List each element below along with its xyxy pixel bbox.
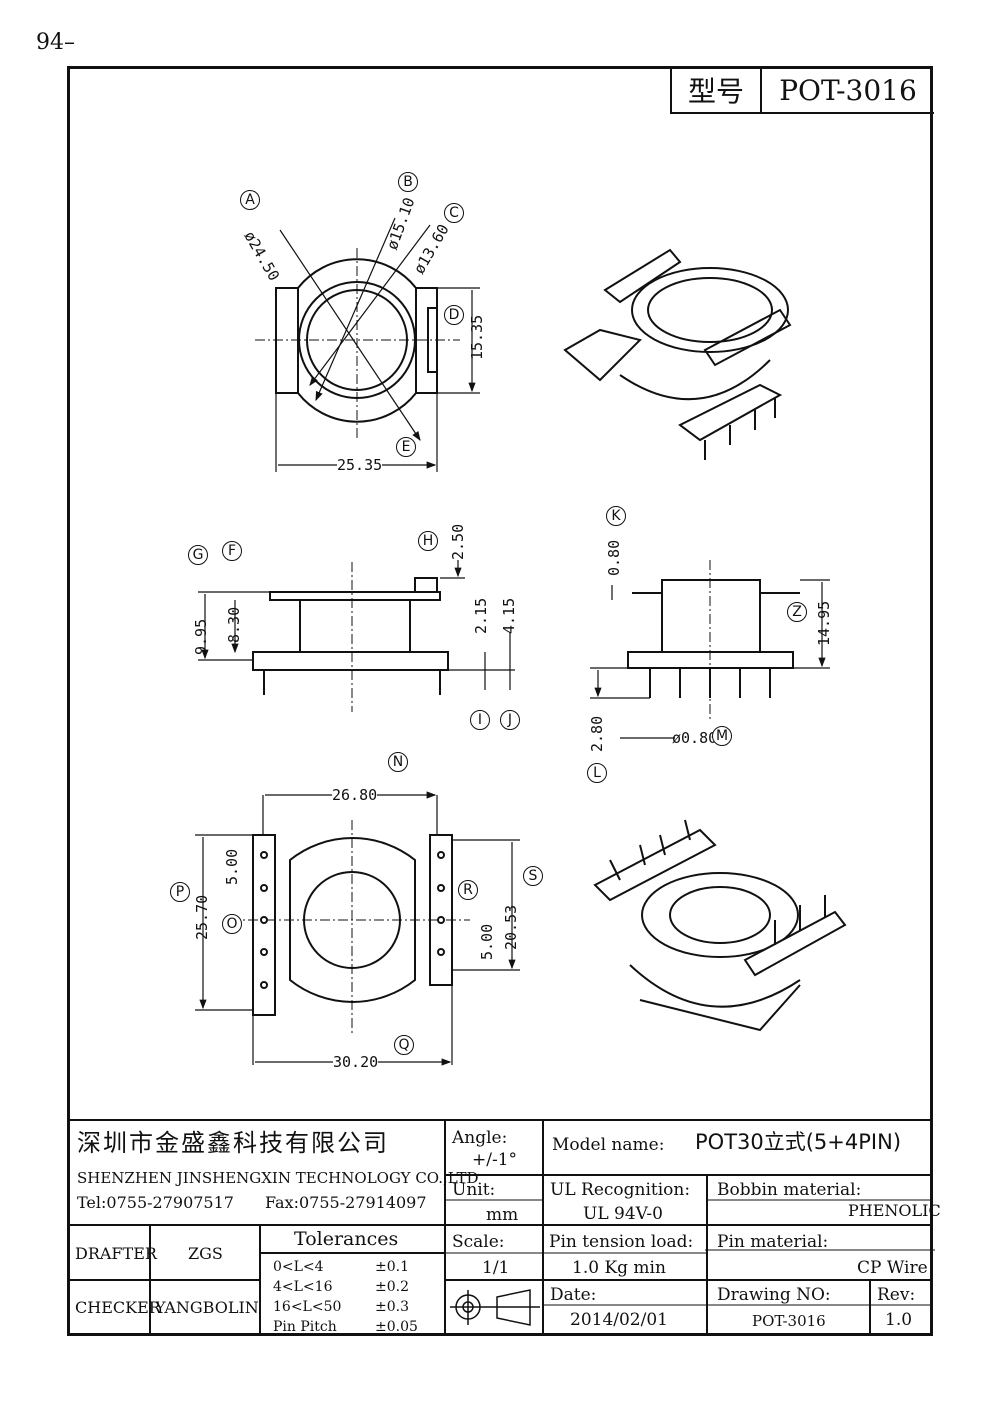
callout-b: B <box>398 172 418 192</box>
callout-g: G <box>188 545 208 565</box>
front-view <box>590 560 830 739</box>
model-name-label: Model name: <box>552 1135 665 1155</box>
company-fax: Fax:0755-27914097 <box>265 1193 427 1212</box>
pin-tension-value: 1.0 Kg min <box>572 1258 666 1278</box>
callout-i: I <box>470 710 490 730</box>
bottom-view <box>195 791 520 1066</box>
tolerance-range: 4<L<16 <box>273 1279 333 1295</box>
drafter-value: ZGS <box>188 1244 223 1263</box>
model-box-label: 型号 <box>672 68 762 112</box>
checker-value: YANGBOLIN <box>155 1298 259 1317</box>
callout-z: Z <box>787 602 807 622</box>
date-value: 2014/02/01 <box>570 1310 668 1330</box>
tolerance-value: ±0.2 <box>375 1279 409 1295</box>
angle-label: Angle: <box>452 1128 508 1148</box>
callout-p: P <box>170 882 190 902</box>
callout-n: N <box>388 752 408 772</box>
callout-j: J <box>500 710 520 730</box>
drawing-no-value: POT-3016 <box>752 1312 826 1330</box>
rev-value: 1.0 <box>885 1310 913 1330</box>
pin-tension-label: Pin tension load: <box>549 1232 694 1252</box>
model-box-value: POT-3016 <box>779 73 917 107</box>
dim-q: 30.20 <box>333 1053 379 1071</box>
dim-n: 26.80 <box>332 786 378 804</box>
callout-e: E <box>396 437 416 457</box>
company-tel: Tel:0755-27907517 <box>77 1193 234 1212</box>
isometric-view-bottom <box>593 819 847 1032</box>
pin-material-value: CP Wire <box>857 1258 928 1278</box>
company-name-en: SHENZHEN JINSHENGXIN TECHNOLOGY CO.,LTD <box>77 1169 479 1187</box>
callout-o: O <box>222 914 242 934</box>
isometric-view-top <box>563 248 792 460</box>
tolerances-title: Tolerances <box>294 1228 399 1250</box>
tolerance-range: 0<L<4 <box>273 1259 324 1275</box>
company-name-cn: 深圳市金盛鑫科技有限公司 <box>77 1129 389 1157</box>
drafter-label: DRAFTER <box>75 1244 157 1263</box>
ul-value: UL 94V-0 <box>583 1204 663 1224</box>
page-number: 94– <box>36 30 75 55</box>
tolerance-value: ±0.05 <box>375 1319 418 1335</box>
technical-drawings <box>195 217 847 1066</box>
model-box: 型号 POT-3016 <box>670 68 934 114</box>
tolerance-range: 16<L<50 <box>273 1299 342 1315</box>
checker-label: CHECKER <box>75 1298 161 1317</box>
bobbin-value: PHENOLIC <box>848 1201 941 1220</box>
tolerance-value: ±0.3 <box>375 1299 409 1315</box>
callout-d: D <box>444 305 464 325</box>
unit-label: Unit: <box>452 1180 496 1200</box>
callout-f: F <box>222 541 242 561</box>
unit-value: mm <box>486 1205 519 1225</box>
callout-a: A <box>240 190 260 210</box>
scale-value: 1/1 <box>482 1258 510 1278</box>
projection-symbol <box>450 1289 540 1326</box>
pin-material-label: Pin material: <box>717 1232 829 1252</box>
dim-m: ø0.80 <box>672 729 718 747</box>
scale-label: Scale: <box>452 1232 505 1252</box>
tolerance-value: ±0.1 <box>375 1259 409 1275</box>
rev-label: Rev: <box>877 1285 916 1305</box>
dim-e: 25.35 <box>337 456 383 474</box>
callout-c: C <box>444 203 464 223</box>
callout-r: R <box>458 880 478 900</box>
callout-k: K <box>606 506 626 526</box>
bobbin-label: Bobbin material: <box>717 1180 862 1200</box>
callout-m: M <box>712 726 732 746</box>
angle-value: +/-1° <box>472 1150 518 1170</box>
callout-l: L <box>587 763 607 783</box>
date-label: Date: <box>550 1285 597 1305</box>
drawing-no-label: Drawing NO: <box>717 1285 831 1305</box>
tolerance-range: Pin Pitch <box>273 1319 337 1335</box>
ul-label: UL Recognition: <box>550 1180 691 1200</box>
model-name-value: POT30立式(5+4PIN) <box>695 1130 902 1154</box>
callout-q: Q <box>394 1035 414 1055</box>
callout-h: H <box>418 531 438 551</box>
side-view <box>198 560 515 712</box>
drawing-sheet <box>67 66 933 1336</box>
callout-s: S <box>523 866 543 886</box>
